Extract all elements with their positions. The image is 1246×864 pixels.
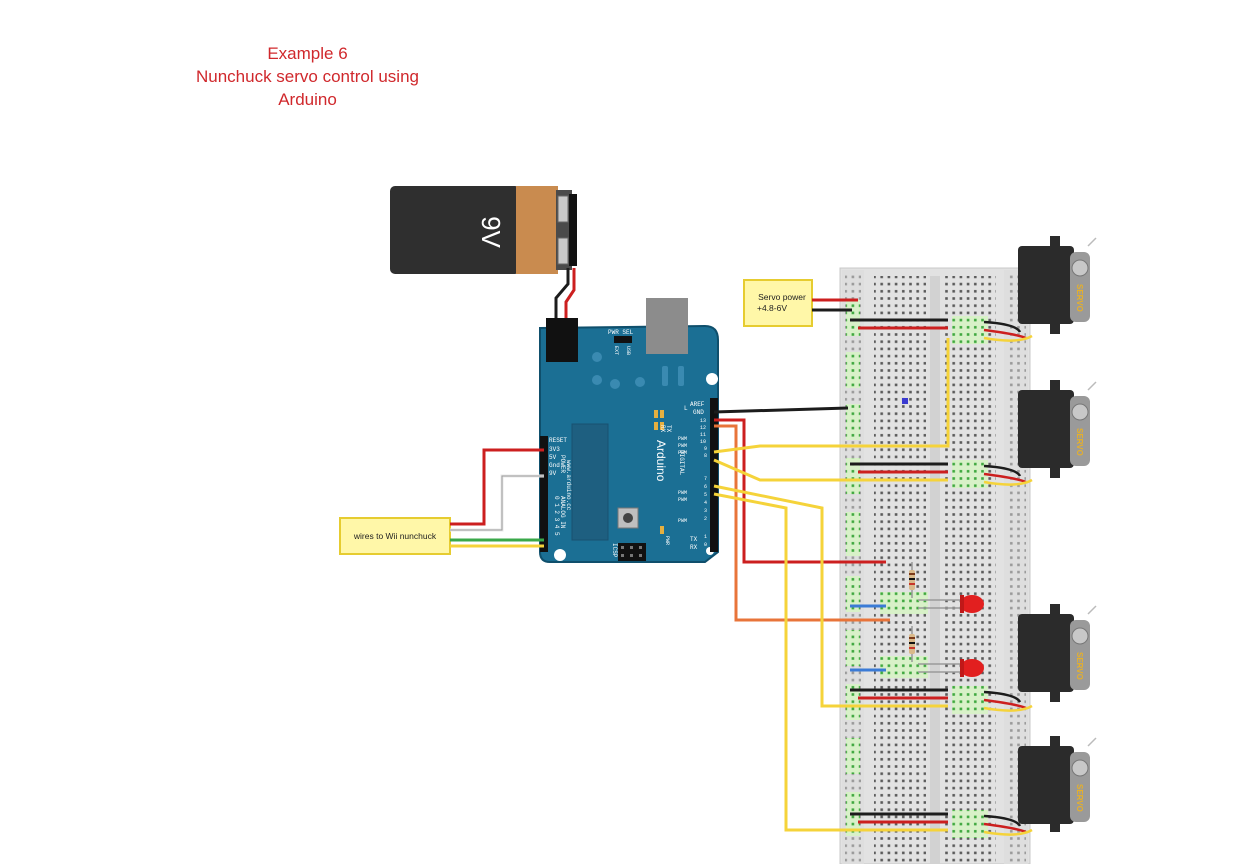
mount-hole: [554, 549, 566, 561]
servo-4-label: SERVO: [1075, 784, 1084, 812]
pin-0-label: 0: [704, 542, 707, 548]
arduino-brand: Arduino: [654, 440, 668, 482]
nunchuck-wires: [450, 448, 544, 548]
title-line-2: Nunchuck servo control using: [195, 67, 419, 86]
gnd-pin-label: Gnd: [549, 462, 560, 469]
pwm-label-6: PWM: [678, 490, 687, 496]
resistor-2: [909, 626, 915, 662]
breadboard-marker: [902, 398, 908, 404]
title-line-1: Example 6: [267, 44, 348, 63]
battery-label: 9V: [476, 216, 506, 248]
battery-wire-black: [554, 268, 570, 320]
aref-label: AREF: [690, 401, 705, 408]
pin-3-label: 3: [704, 508, 707, 514]
servo-power-note: Servo power +4.8-6V: [743, 279, 813, 327]
servo-2: SERVO: [983, 380, 1097, 486]
led-2: [918, 659, 984, 677]
pwm-label-3: PWM: [678, 518, 687, 524]
arduino-to-breadboard-wires: [713, 338, 950, 832]
icsp-label: ICSP: [611, 543, 618, 558]
servo-power-note-line1: Servo power: [758, 292, 806, 302]
digital-header: [710, 398, 718, 552]
servo-3-label: SERVO: [1075, 652, 1084, 680]
ext-label: EXT: [613, 346, 619, 355]
pin-1-label: 1: [704, 534, 707, 540]
pwm-label-9: PWM: [678, 450, 687, 456]
pwm-label-10: PWM: [678, 443, 687, 449]
arduino-url: www.arduino.cc: [565, 460, 572, 511]
tx-led-label: TX: [665, 425, 672, 433]
servo-2-label: SERVO: [1075, 428, 1084, 456]
analog-pin-numbers: 0 1 2 3 4 5: [553, 496, 560, 536]
servo-1-label: SERVO: [1075, 284, 1084, 312]
servo-3: SERVO: [983, 604, 1097, 712]
pwr-sel-jumper: [614, 336, 632, 343]
pin-10-label: 10: [700, 439, 706, 445]
pwm-label-5: PWM: [678, 497, 687, 503]
pin-9-label: 9: [704, 446, 707, 452]
servo-power-note-line2: +4.8-6V: [757, 303, 787, 313]
servo-4: SERVO: [983, 736, 1097, 836]
gnd-label: GND: [693, 409, 704, 416]
pin-8-label: 8: [704, 453, 707, 459]
icsp-header: [618, 543, 646, 561]
pin-13-label: 13: [700, 418, 706, 424]
v33-pin-label: 3V3: [549, 446, 560, 453]
servo-1: SERVO: [983, 236, 1097, 342]
power-analog-header: [540, 436, 548, 552]
digital-label: DIGITAL: [678, 450, 685, 476]
pin-5-label: 5: [704, 492, 707, 498]
analog-in-label: ANALOG IN: [559, 496, 566, 529]
pwr-sel-label: PWR SEL: [608, 329, 634, 336]
breadboard: [839, 267, 1031, 864]
v5-pin-label: 5V: [549, 454, 557, 461]
pin-11-label: 11: [700, 432, 706, 438]
power-jack: [546, 318, 578, 362]
arduino-board: PWR SEL USB EXT Arduino ww: [539, 298, 719, 563]
pin-2-label: 2: [704, 516, 707, 522]
battery-9v: 9V: [390, 186, 577, 274]
led-1: [918, 595, 984, 613]
pwr-led-label: PWR: [664, 536, 670, 545]
battery-wire-red: [564, 268, 576, 320]
resistor-1: [909, 562, 915, 598]
title-line-3: Arduino: [278, 90, 337, 109]
power-label: POWER: [559, 455, 566, 473]
reset-pin-label: RESET: [549, 437, 567, 444]
vin-pin-label: 9V: [549, 470, 557, 477]
rx-pin-label: RX: [690, 544, 698, 551]
pin-4-label: 4: [704, 500, 707, 506]
led-l-label: L: [684, 405, 688, 412]
diagram-title: Example 6 Nunchuck servo control using A…: [170, 42, 445, 111]
usb-connector: [646, 298, 688, 354]
usb-label: USB: [625, 346, 631, 355]
pwm-label-11: PWM: [678, 436, 687, 442]
nunchuck-note: wires to Wii nunchuck: [339, 517, 451, 555]
rx-led-label: RX: [659, 425, 666, 433]
nunchuck-note-text: wires to Wii nunchuck: [353, 531, 437, 541]
servo-power-wires: [812, 298, 948, 824]
atmega-chip: [571, 423, 609, 541]
pin-7-label: 7: [704, 476, 707, 482]
tx-pin-label: TX: [690, 536, 698, 543]
pin-6-label: 6: [704, 484, 707, 490]
pin-12-label: 12: [700, 425, 706, 431]
mount-hole: [706, 373, 718, 385]
